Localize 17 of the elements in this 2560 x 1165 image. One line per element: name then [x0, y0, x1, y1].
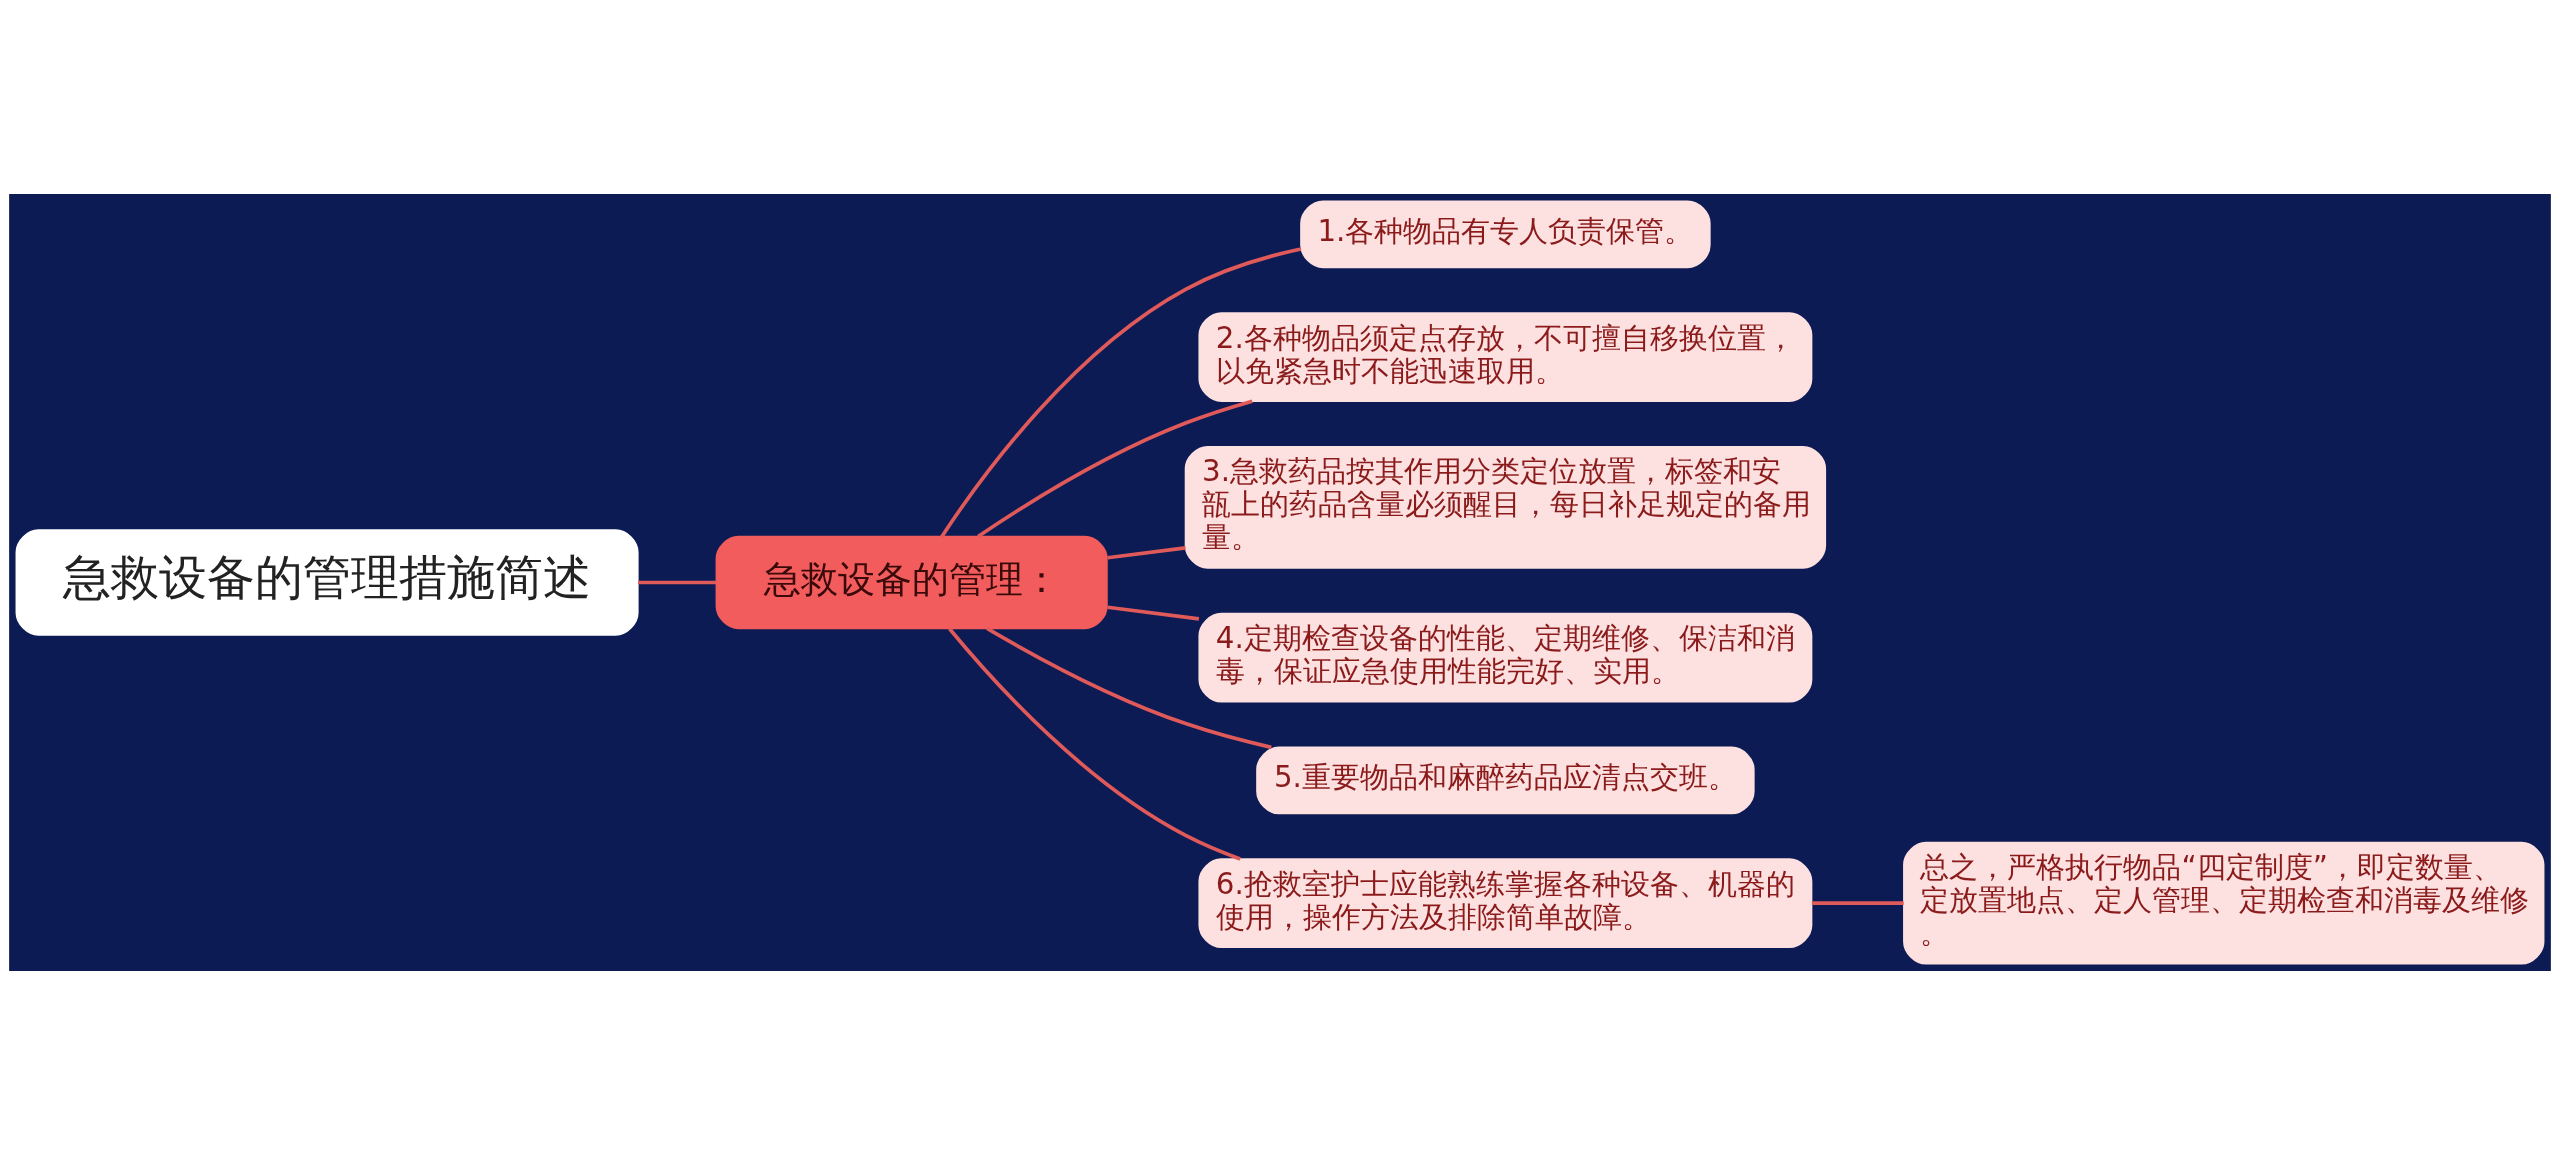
node-box: 急救设备的管理： — [715, 535, 1108, 630]
connector — [948, 627, 1241, 861]
connector — [638, 580, 717, 585]
node-box: 1.各种物品有专人负责保管。 — [1300, 200, 1711, 269]
connector — [1107, 546, 1186, 560]
connector — [1107, 605, 1200, 621]
node-box: 6.抢救室护士应能熟练掌握各种设备、机器的使用，操作方法及排除简单故障。 — [1198, 858, 1813, 949]
connector — [1811, 901, 1904, 906]
connector — [977, 399, 1253, 538]
node-box: 3.急救药品按其作用分类定位放置，标签和安瓿上的药品含量必须醒目，每日补足规定的备用量。 — [1184, 445, 1827, 569]
connector — [986, 626, 1272, 750]
node-box: 4.定期检查设备的性能、定期维修、保洁和消毒，保证应急使用性能完好、实用。 — [1198, 612, 1813, 703]
node-box: 急救设备的管理措施简述 — [15, 529, 639, 636]
node-box: 5.重要物品和麻醉药品应清点交班。 — [1256, 746, 1755, 815]
node-box: 2.各种物品须定点存放，不可擅自移换位置，以免紧急时不能迅速取用。 — [1198, 312, 1813, 402]
node-box: 总之，严格执行物品“四定制度”，即定数量、定放置地点、定人管理、定期检查和消毒及维修。 — [1903, 841, 2545, 965]
connector — [940, 247, 1302, 538]
